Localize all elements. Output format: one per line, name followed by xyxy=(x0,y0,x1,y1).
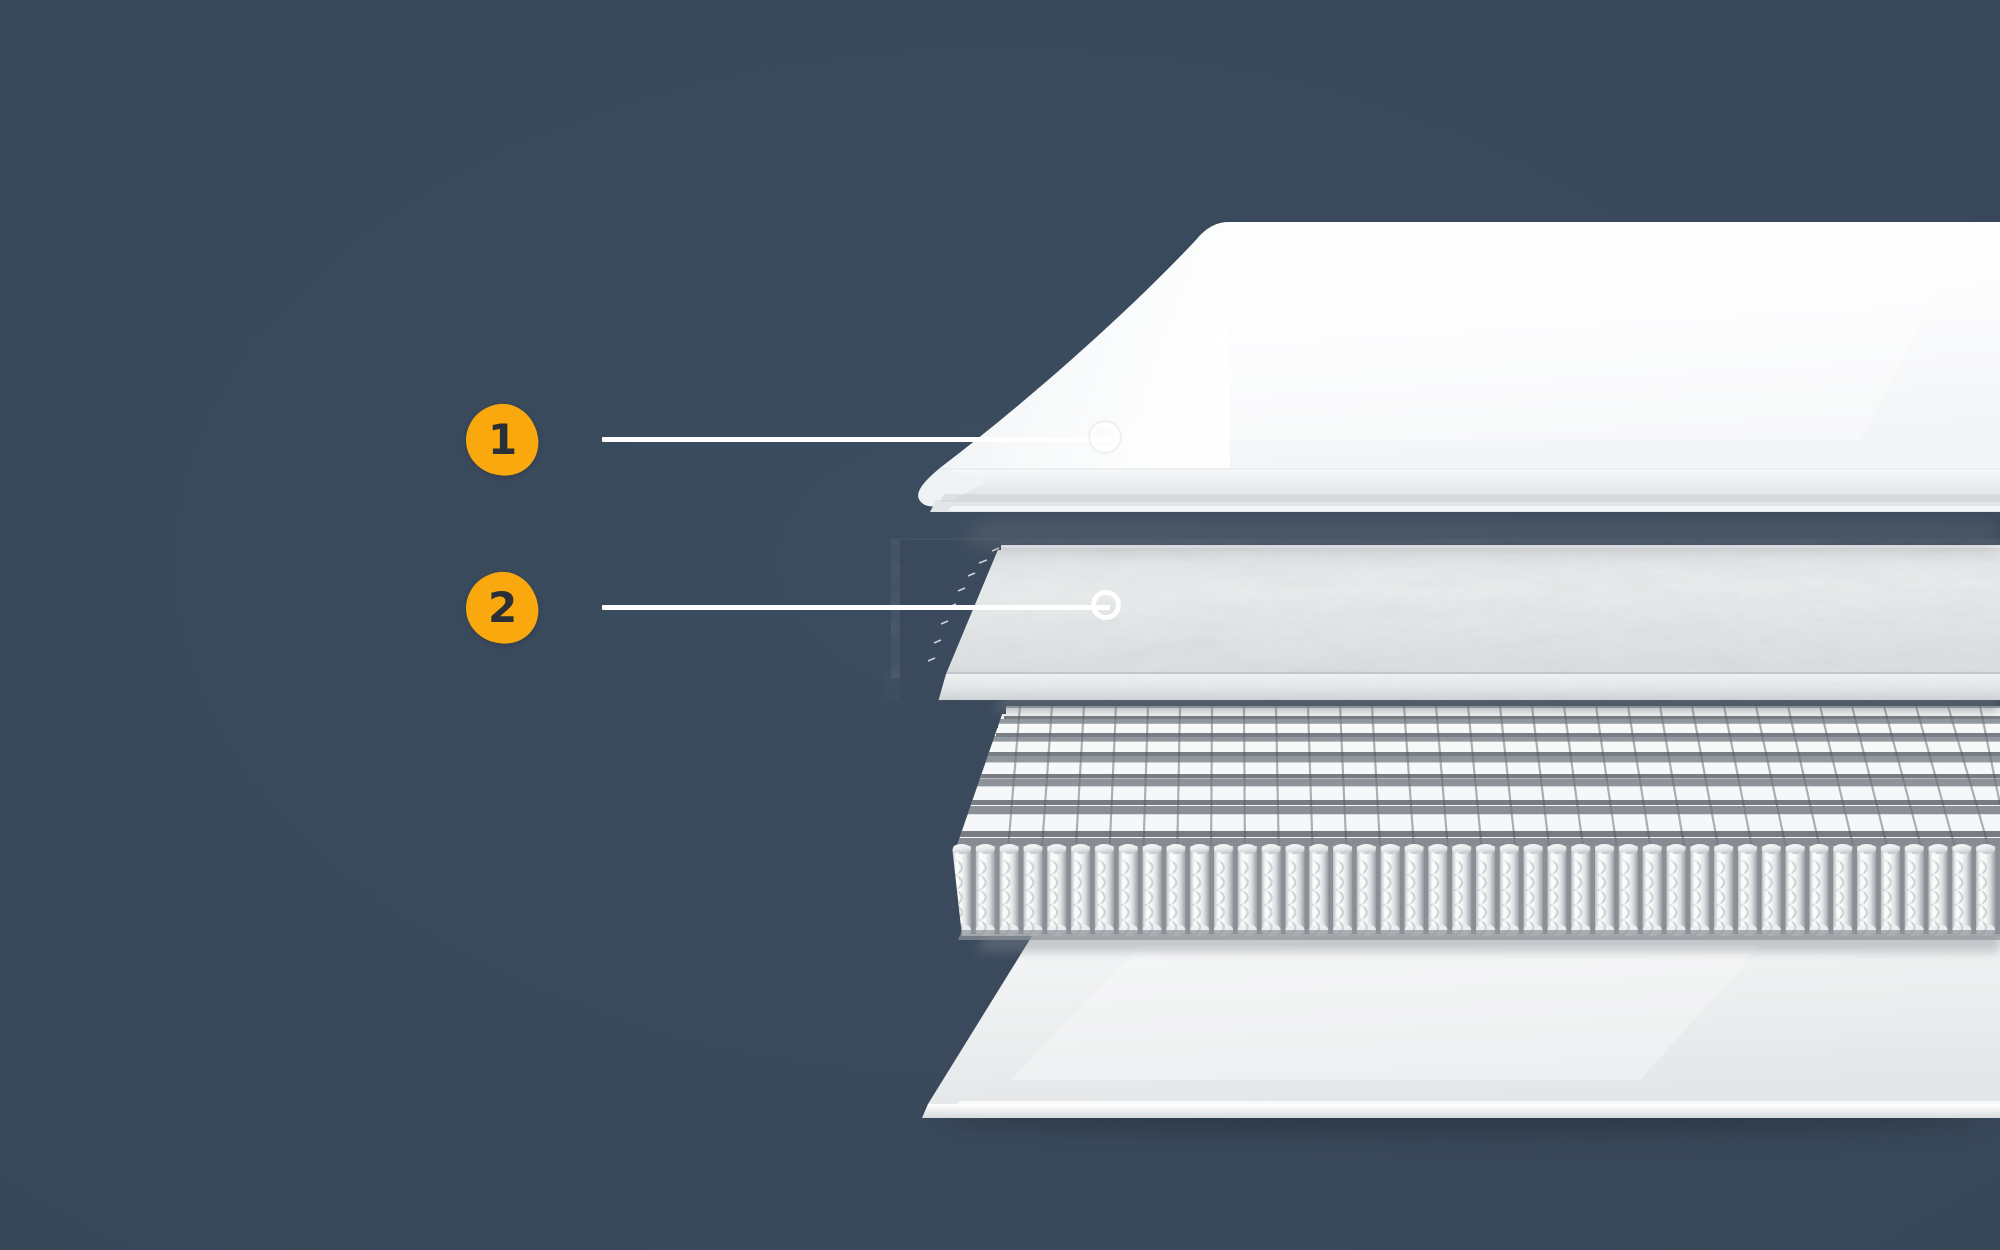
comfort-top-nose xyxy=(918,468,990,507)
spring-crowns xyxy=(952,716,2000,837)
layer-comfort-top xyxy=(918,222,2000,548)
spring-left-notches xyxy=(890,700,1006,940)
base-panel-front-edge xyxy=(922,1104,2000,1118)
callout-endpoint-dot-2[interactable] xyxy=(1091,590,1121,620)
comfort-top-front-edge xyxy=(936,468,2000,500)
callout-badge-2-number: 2 xyxy=(487,583,517,633)
callout-badge-1-number: 1 xyxy=(487,415,517,465)
spring-front-row xyxy=(952,844,2000,936)
callout-leader-line-1 xyxy=(602,437,1110,442)
callout-leader-line-2 xyxy=(602,605,1110,610)
base-panel-face xyxy=(928,936,2000,1104)
comfort-top-wedge-shade xyxy=(940,222,1230,468)
layer-base-panel xyxy=(922,936,2000,1136)
layer-fibre-wadding xyxy=(900,540,2000,712)
layer-pocket-springs xyxy=(890,700,2000,952)
callout-endpoint-dot-1[interactable] xyxy=(1090,422,1120,452)
